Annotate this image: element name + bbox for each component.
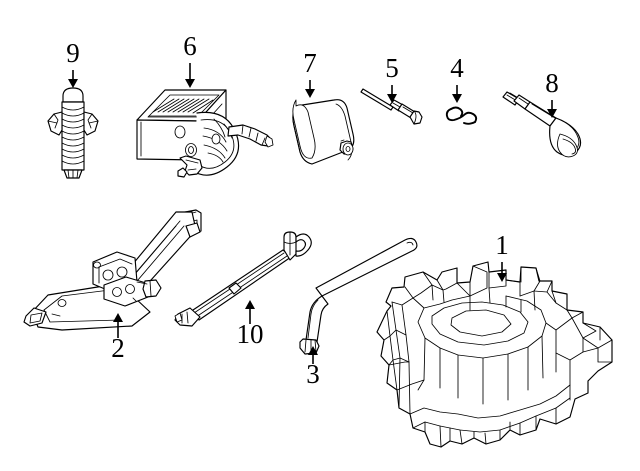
callout-5: 5 [385,53,399,103]
callout-1: 1 [495,230,509,282]
callout-label-7: 7 [303,48,317,78]
callout-label-3: 3 [306,359,320,389]
part-1-foam-storage-tray [376,261,613,448]
callout-label-1: 1 [495,230,509,260]
callout-label-5: 5 [385,53,399,83]
callout-6: 6 [183,31,197,88]
callout-8: 8 [545,68,559,118]
callout-label-8: 8 [545,68,559,98]
part-5-valve-tool [360,88,423,125]
part-2-scissor-jack [23,209,202,331]
callout-label-6: 6 [183,31,197,61]
callout-label-2: 2 [111,333,125,363]
callout-4: 4 [450,53,464,103]
part-7-sealant-bottle [292,99,355,165]
callout-3: 3 [306,346,320,389]
callout-7: 7 [303,48,317,98]
callout-10: 10 [237,300,264,349]
part-8-tow-hook-eye [502,91,582,158]
part-10-jack-handle [174,231,312,327]
part-6-air-compressor [136,89,274,178]
callout-9: 9 [66,38,80,88]
callout-label-10: 10 [237,319,264,349]
callout-label-9: 9 [66,38,80,68]
callout-label-4: 4 [450,53,464,83]
part-4-retaining-clip [445,106,478,125]
part-3-lug-wrench [299,237,418,355]
part-9-spark-plug [47,87,99,179]
callout-layer: 1 2 3 4 5 6 [66,31,559,389]
callout-2: 2 [111,313,125,363]
